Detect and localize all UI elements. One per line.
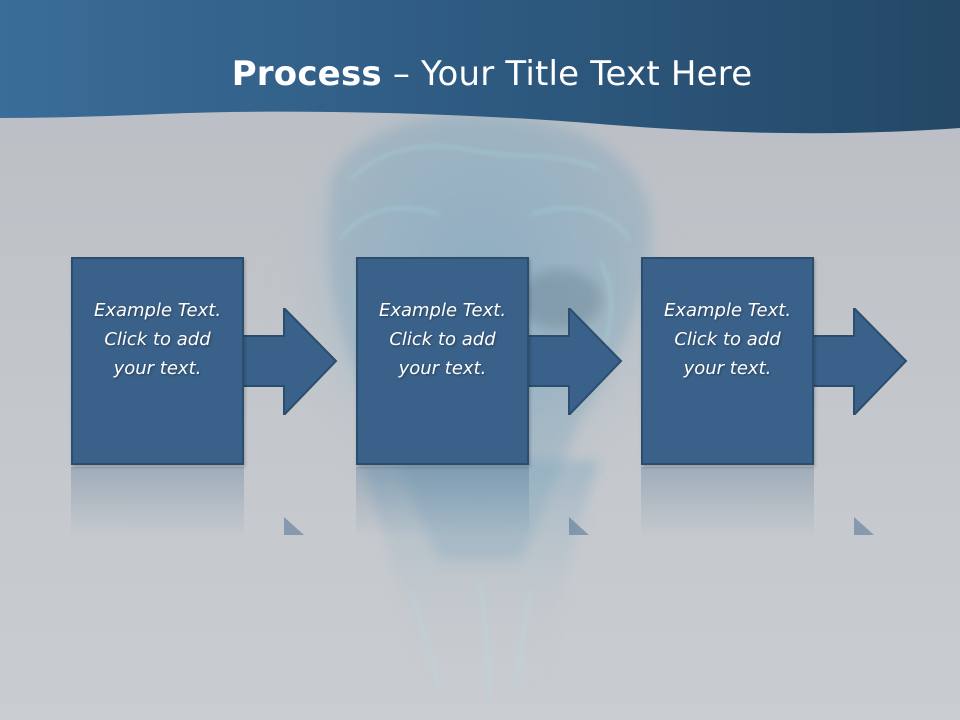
step-1-line-3: your text.	[113, 357, 202, 379]
title-rest-part: – Your Title Text Here	[381, 54, 753, 94]
arrow-3-reflection	[854, 517, 874, 535]
step-3-line-2: Click to add	[674, 328, 781, 350]
step-1-reflection	[71, 467, 244, 537]
step-2-text[interactable]: Example Text. Click to add your text.	[368, 296, 518, 383]
step-3-text[interactable]: Example Text. Click to add your text.	[653, 296, 803, 383]
title-bold-part: Process	[231, 54, 382, 94]
process-step-2[interactable]: Example Text. Click to add your text.	[356, 257, 529, 465]
step-3-reflection	[641, 467, 814, 537]
step-2-line-2: Click to add	[389, 328, 496, 350]
step-2-line-3: your text.	[398, 357, 487, 379]
process-arrow-1	[238, 308, 338, 415]
process-arrow-3	[808, 308, 908, 415]
step-2-line-1: Example Text.	[378, 299, 507, 321]
arrow-1-reflection	[284, 517, 304, 535]
slide-title[interactable]: Process – Your Title Text Here	[0, 52, 960, 96]
step-3-line-1: Example Text.	[663, 299, 792, 321]
step-1-text[interactable]: Example Text. Click to add your text.	[83, 296, 233, 383]
step-2-reflection	[356, 467, 529, 537]
arrow-2-reflection	[569, 517, 589, 535]
process-step-1[interactable]: Example Text. Click to add your text.	[71, 257, 244, 465]
step-1-line-2: Click to add	[104, 328, 211, 350]
header-band	[0, 0, 960, 134]
process-arrow-2	[523, 308, 623, 415]
step-3-line-3: your text.	[683, 357, 772, 379]
process-step-3[interactable]: Example Text. Click to add your text.	[641, 257, 814, 465]
step-1-line-1: Example Text.	[93, 299, 222, 321]
